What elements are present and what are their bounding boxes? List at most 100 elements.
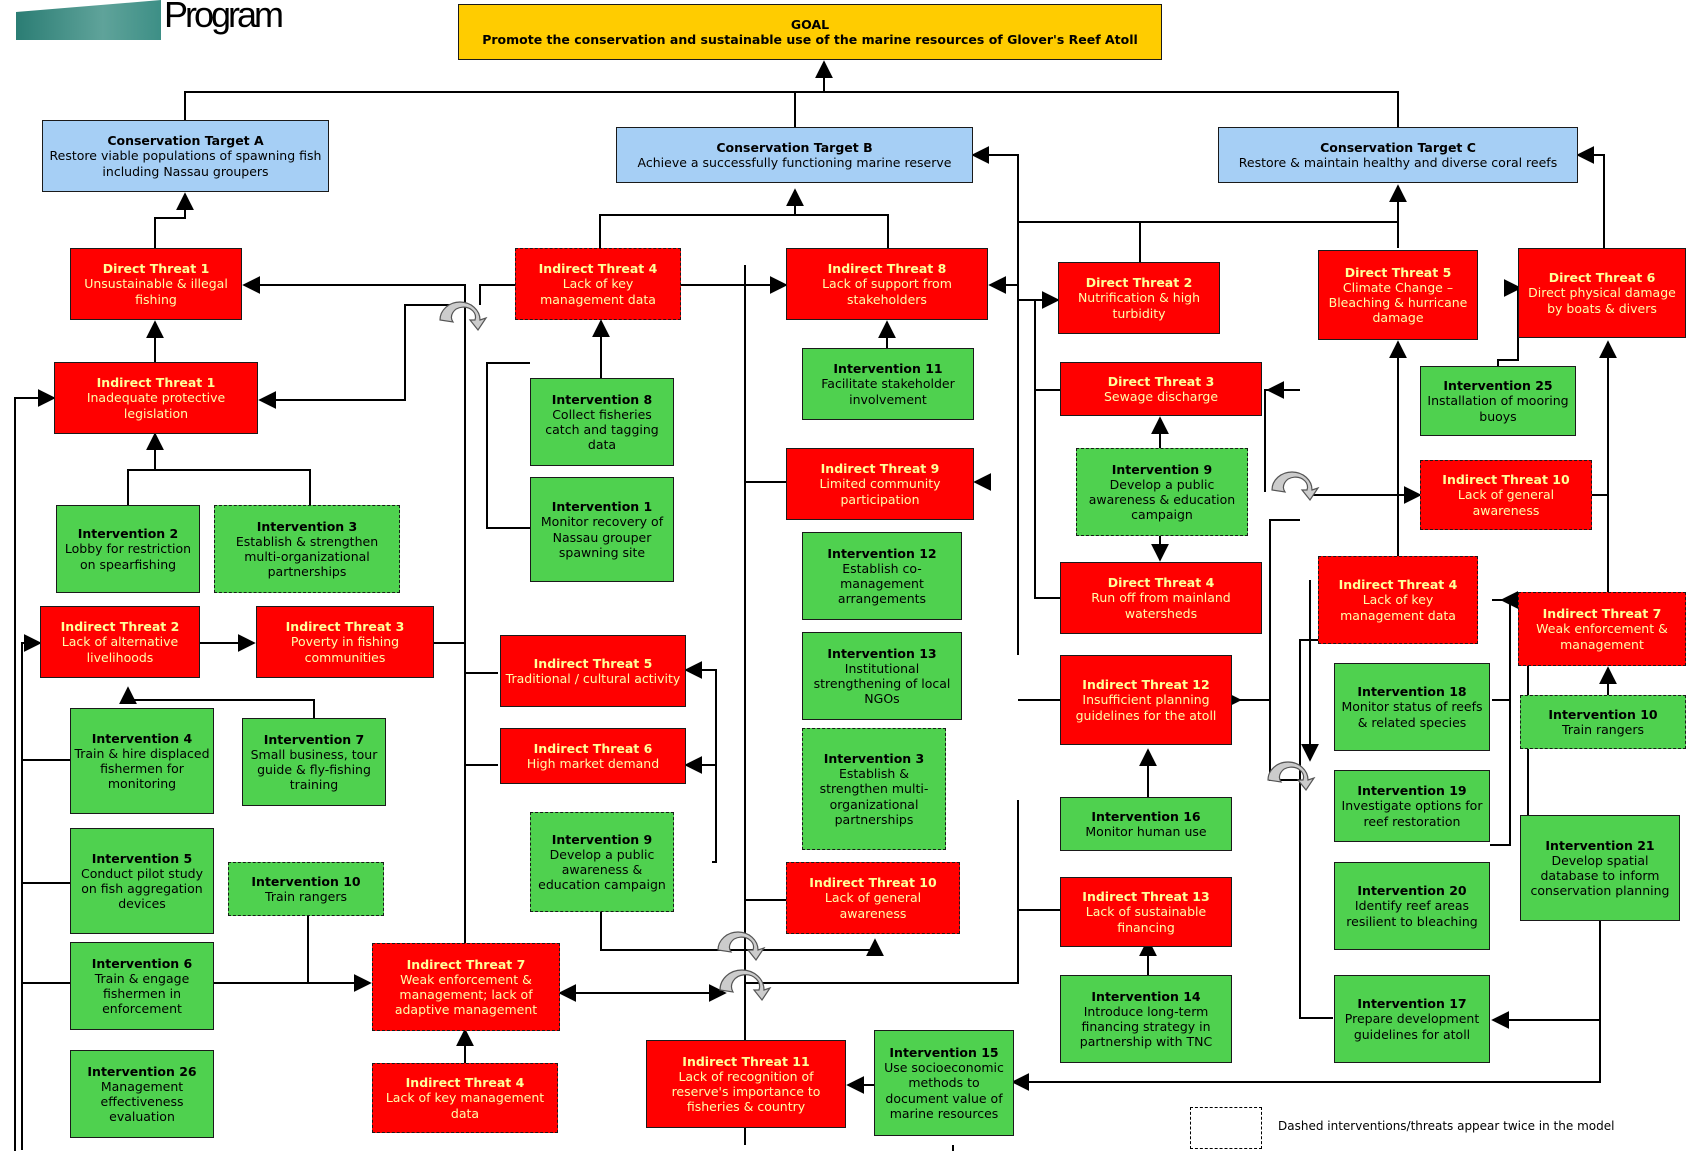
node-text: Nutrification & high turbidity <box>1077 290 1201 321</box>
node-title: Direct Threat 2 <box>1085 275 1193 291</box>
node-text: Lack of general awareness <box>824 890 922 921</box>
intervention-18: Intervention 18 Monitor status of reefs … <box>1334 663 1490 751</box>
indirect-threat-1: Indirect Threat 1 Inadequate protective … <box>54 362 258 434</box>
node-title: Intervention 4 <box>91 730 193 746</box>
direct-threat-4: Direct Threat 4 Run off from mainland wa… <box>1060 562 1262 634</box>
node-text: High market demand <box>526 756 660 771</box>
node-title: Intervention 15 <box>889 1044 999 1060</box>
node-title: Direct Threat 6 <box>1548 270 1656 286</box>
legend-text: Dashed interventions/threats appear twic… <box>1278 1119 1615 1133</box>
node-text: Monitor status of reefs & related specie… <box>1341 699 1483 730</box>
node-title: Indirect Threat 1 <box>96 375 216 391</box>
node-text: Establish & strengthen multi-organizatio… <box>235 533 379 580</box>
node-text: Lack of sustainable financing <box>1085 904 1207 935</box>
node-text: Weak enforcement & management; lack of a… <box>394 971 538 1018</box>
intervention-19: Intervention 19 Investigate options for … <box>1334 770 1490 842</box>
node-text: Develop a public awareness & education c… <box>538 846 666 893</box>
node-title: Indirect Threat 12 <box>1082 677 1210 693</box>
intervention-12: Intervention 12 Establish co-management … <box>802 532 962 620</box>
node-text: Identify reef areas resilient to bleachi… <box>1346 898 1478 929</box>
node-title: Indirect Threat 9 <box>820 461 940 477</box>
node-text: Restore viable populations of spawning f… <box>49 148 322 179</box>
node-text: Conduct pilot study on fish aggregation … <box>81 865 203 912</box>
node-text: Train rangers <box>265 889 347 904</box>
indirect-threat-6: Indirect Threat 6 High market demand <box>500 728 686 784</box>
node-title: Intervention 16 <box>1091 808 1201 824</box>
intervention-15: Intervention 15 Use socioeconomic method… <box>874 1030 1014 1136</box>
intervention-9-right: Intervention 9 Develop a public awarenes… <box>1076 448 1248 536</box>
node-text: Monitor human use <box>1085 824 1207 839</box>
goal-title: GOAL <box>790 16 830 32</box>
node-text: Unsustainable & illegal fishing <box>84 276 228 307</box>
indirect-threat-5: Indirect Threat 5 Traditional / cultural… <box>500 635 686 707</box>
node-title: Indirect Threat 7 <box>406 956 526 972</box>
node-text: Run off from mainland watersheds <box>1091 590 1231 621</box>
node-text: Lack of key management data <box>385 1090 545 1121</box>
node-title: Conservation Target C <box>1320 139 1476 155</box>
node-title: Direct Threat 5 <box>1344 264 1452 280</box>
intervention-3-left: Intervention 3 Establish & strengthen mu… <box>214 505 400 593</box>
intervention-17: Intervention 17 Prepare development guid… <box>1334 975 1490 1063</box>
node-title: Indirect Threat 6 <box>533 740 653 756</box>
node-text: Traditional / cultural activity <box>505 671 681 686</box>
node-title: Intervention 3 <box>823 750 925 766</box>
node-title: Indirect Threat 10 <box>1442 472 1570 488</box>
feedback-loop-icons <box>439 301 1320 1002</box>
intervention-20: Intervention 20 Identify reef areas resi… <box>1334 862 1490 950</box>
intervention-3-center: Intervention 3 Establish & strengthen mu… <box>802 728 946 850</box>
node-title: Direct Threat 4 <box>1107 575 1215 591</box>
node-title: Indirect Threat 4 <box>538 261 658 277</box>
node-text: Climate Change – Bleaching & hurricane d… <box>1328 279 1468 326</box>
node-text: Develop a public awareness & education c… <box>1088 476 1236 523</box>
node-title: Intervention 13 <box>827 645 937 661</box>
node-title: Intervention 10 <box>1548 706 1658 722</box>
intervention-25: Intervention 25 Installation of mooring … <box>1420 366 1576 436</box>
node-text: Lack of general awareness <box>1457 487 1555 518</box>
node-title: Intervention 21 <box>1545 837 1655 853</box>
node-title: Intervention 12 <box>827 545 937 561</box>
node-text: Direct physical damage by boats & divers <box>1528 285 1676 316</box>
node-text: Establish co-management arrangements <box>837 560 927 607</box>
node-title: Indirect Threat 2 <box>60 619 180 635</box>
intervention-7: Intervention 7 Small business, tour guid… <box>242 718 386 806</box>
indirect-threat-4-right: Indirect Threat 4 Lack of key management… <box>1318 556 1478 644</box>
node-title: Indirect Threat 11 <box>682 1053 810 1069</box>
node-text: Establish & strengthen multi-organizatio… <box>819 766 929 827</box>
node-text: Sewage discharge <box>1103 389 1219 404</box>
node-text: Lack of support from stakeholders <box>822 276 952 307</box>
intervention-13: Intervention 13 Institutional strengthen… <box>802 632 962 720</box>
node-title: Indirect Threat 13 <box>1082 889 1210 905</box>
node-title: Intervention 5 <box>91 850 193 866</box>
program-heading: Program <box>164 0 284 35</box>
node-title: Indirect Threat 5 <box>533 655 653 671</box>
node-title: Indirect Threat 8 <box>827 261 947 277</box>
node-title: Intervention 11 <box>833 361 943 377</box>
node-title: Indirect Threat 4 <box>1338 577 1458 593</box>
direct-threat-1: Direct Threat 1 Unsustainable & illegal … <box>70 248 242 320</box>
indirect-threat-12: Indirect Threat 12 Insufficient planning… <box>1060 655 1232 745</box>
intervention-11: Intervention 11 Facilitate stakeholder i… <box>802 348 974 420</box>
intervention-1: Intervention 1 Monitor recovery of Nassa… <box>530 477 674 582</box>
node-title: Intervention 3 <box>256 518 358 534</box>
node-title: Indirect Threat 7 <box>1542 606 1662 622</box>
intervention-6: Intervention 6 Train & engage fishermen … <box>70 942 214 1030</box>
direct-threat-5: Direct Threat 5 Climate Change – Bleachi… <box>1318 250 1478 340</box>
node-title: Direct Threat 1 <box>102 261 210 277</box>
node-text: Limited community participation <box>819 476 941 507</box>
node-text: Small business, tour guide & fly-fishing… <box>250 746 378 793</box>
intervention-26: Intervention 26 Management effectiveness… <box>70 1050 214 1138</box>
intervention-10-left: Intervention 10 Train rangers <box>228 862 384 916</box>
node-title: Intervention 26 <box>87 1063 197 1079</box>
indirect-threat-11: Indirect Threat 11 Lack of recognition o… <box>646 1040 846 1128</box>
node-title: Intervention 2 <box>77 526 179 542</box>
legend-dashed-sample <box>1190 1107 1262 1149</box>
node-title: Intervention 17 <box>1357 996 1467 1012</box>
direct-threat-2: Direct Threat 2 Nutrification & high tur… <box>1058 262 1220 334</box>
node-title: Intervention 9 <box>1111 461 1213 477</box>
node-text: Lobby for restriction on spearfishing <box>64 541 192 572</box>
node-text: Poverty in fishing communities <box>290 634 400 665</box>
node-text: Prepare development guidelines for atoll <box>1344 1011 1480 1042</box>
node-text: Investigate options for reef restoration <box>1341 798 1483 829</box>
node-title: Intervention 20 <box>1357 883 1467 899</box>
